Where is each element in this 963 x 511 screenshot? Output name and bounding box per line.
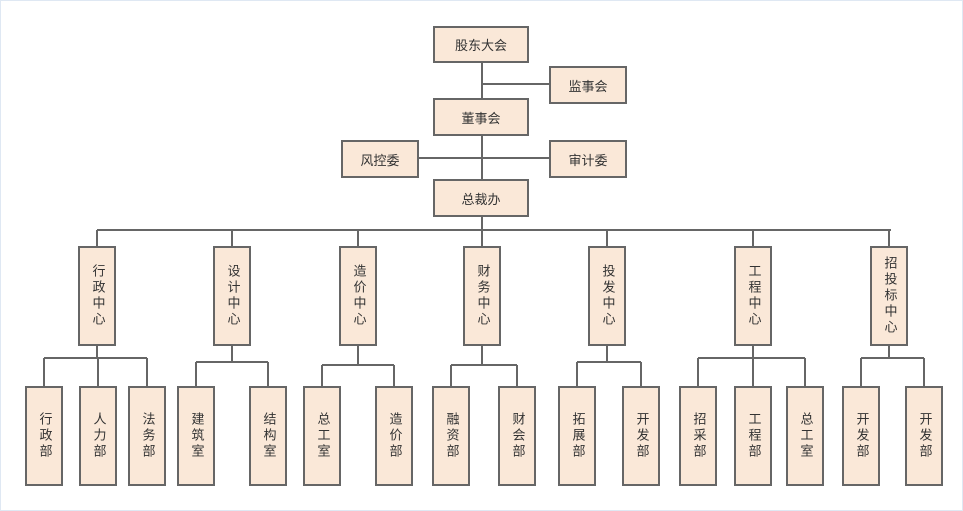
department-node-label: 财会部	[509, 412, 525, 460]
department-node[interactable]: 融资部	[432, 386, 470, 486]
center-node[interactable]: 工程中心	[734, 246, 772, 346]
center-node[interactable]: 设计中心	[213, 246, 251, 346]
department-node-label: 开发部	[916, 412, 932, 460]
department-node-label: 法务部	[139, 412, 155, 460]
center-node[interactable]: 招投标中心	[870, 246, 908, 346]
node-board-of-supervisors[interactable]: 监事会	[549, 66, 627, 104]
department-node-label: 建筑室	[188, 412, 204, 460]
department-node[interactable]: 造价部	[375, 386, 413, 486]
department-node[interactable]: 人力部	[79, 386, 117, 486]
center-node-label: 工程中心	[745, 264, 761, 328]
department-node[interactable]: 总工室	[786, 386, 824, 486]
center-node-label: 设计中心	[224, 264, 240, 328]
center-node-label: 招投标中心	[881, 256, 897, 336]
center-node-label: 投发中心	[599, 264, 615, 328]
node-board-of-supervisors-label: 监事会	[568, 79, 608, 95]
department-node[interactable]: 建筑室	[177, 386, 215, 486]
node-risk-committee[interactable]: 风控委	[341, 140, 419, 178]
department-node-label: 拓展部	[569, 412, 585, 460]
node-audit-committee[interactable]: 审计委	[549, 140, 627, 178]
department-node-label: 融资部	[443, 412, 459, 460]
department-node[interactable]: 开发部	[905, 386, 943, 486]
department-node-label: 造价部	[386, 412, 402, 460]
department-node[interactable]: 法务部	[128, 386, 166, 486]
center-node[interactable]: 造价中心	[339, 246, 377, 346]
department-node[interactable]: 开发部	[842, 386, 880, 486]
department-node[interactable]: 开发部	[622, 386, 660, 486]
node-board-of-directors-label: 董事会	[461, 111, 501, 127]
center-node[interactable]: 财务中心	[463, 246, 501, 346]
department-node[interactable]: 财会部	[498, 386, 536, 486]
node-president-office-label: 总裁办	[461, 192, 501, 208]
center-node[interactable]: 行政中心	[78, 246, 116, 346]
department-node[interactable]: 总工室	[303, 386, 341, 486]
center-node-label: 造价中心	[350, 264, 366, 328]
department-node-label: 开发部	[633, 412, 649, 460]
node-shareholders-meeting-label: 股东大会	[454, 39, 507, 54]
department-node[interactable]: 工程部	[734, 386, 772, 486]
center-node[interactable]: 投发中心	[588, 246, 626, 346]
department-node-label: 招采部	[690, 412, 706, 460]
center-node-label: 财务中心	[474, 264, 490, 328]
department-node-label: 人力部	[90, 412, 106, 460]
node-president-office[interactable]: 总裁办	[433, 179, 529, 217]
node-board-of-directors[interactable]: 董事会	[433, 98, 529, 136]
department-node[interactable]: 结构室	[249, 386, 287, 486]
department-node[interactable]: 招采部	[679, 386, 717, 486]
node-risk-committee-label: 风控委	[360, 153, 400, 169]
center-node-label: 行政中心	[89, 264, 105, 328]
department-node-label: 工程部	[745, 412, 761, 460]
department-node[interactable]: 拓展部	[558, 386, 596, 486]
department-node-label: 总工室	[314, 412, 330, 460]
department-node-label: 结构室	[260, 412, 276, 460]
department-node-label: 行政部	[36, 412, 52, 460]
node-shareholders-meeting[interactable]: 股东大会	[433, 26, 529, 63]
department-node-label: 开发部	[853, 412, 869, 460]
department-node-label: 总工室	[797, 412, 813, 460]
node-audit-committee-label: 审计委	[568, 153, 608, 169]
department-node[interactable]: 行政部	[25, 386, 63, 486]
